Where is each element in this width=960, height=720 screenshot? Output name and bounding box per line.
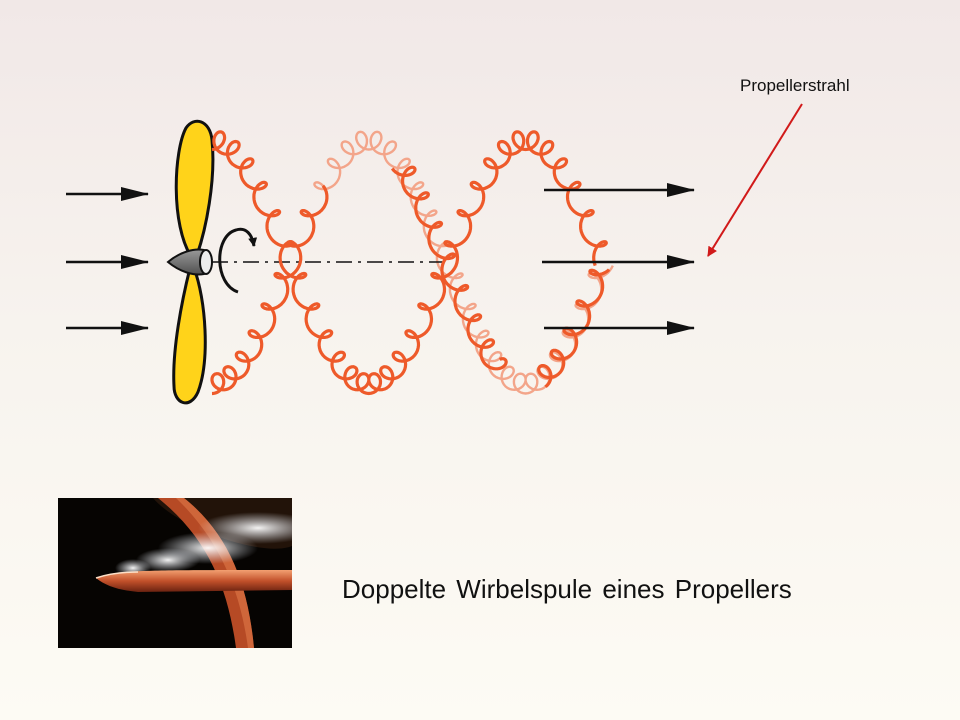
jet-pointer-arrow bbox=[708, 104, 802, 256]
caption: Doppelte Wirbelspule eines Propellers bbox=[342, 574, 792, 605]
propeller-blade-top bbox=[176, 121, 213, 258]
outflow-arrows bbox=[542, 190, 694, 328]
rotation-arrow-icon bbox=[220, 229, 254, 292]
smoke-vortex-photo bbox=[58, 498, 292, 648]
propeller-hub-face bbox=[200, 250, 212, 274]
propeller-blade-bottom bbox=[174, 268, 206, 403]
inflow-arrows bbox=[66, 194, 148, 328]
jet-label: Propellerstrahl bbox=[740, 76, 850, 96]
vortex-coil-path bbox=[392, 167, 506, 369]
propeller-icon bbox=[168, 121, 213, 403]
